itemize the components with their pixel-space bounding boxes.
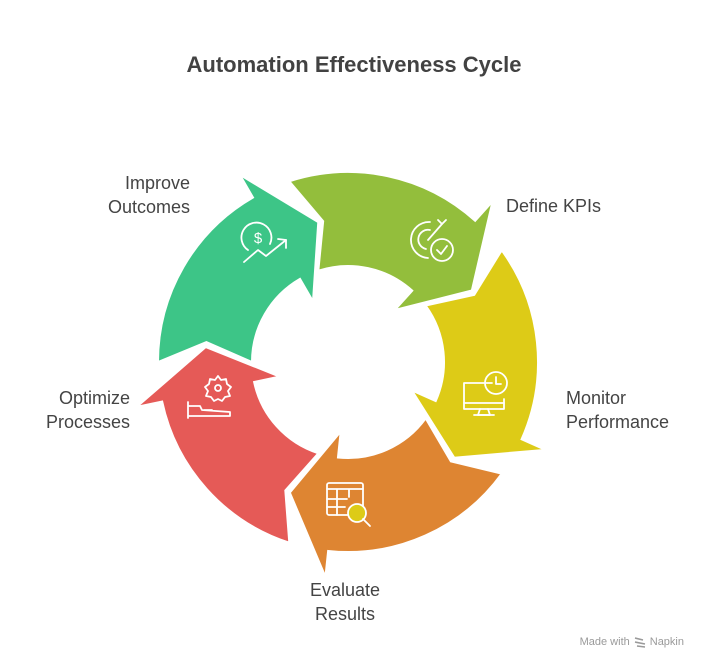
- dollar-growth-icon: $: [240, 221, 287, 263]
- cycle-arrow-improve-outcomes: [136, 345, 321, 545]
- cycle-arrow-define-kpis: [156, 174, 320, 364]
- label-line: Optimize: [58, 388, 130, 408]
- label-line: Monitor: [566, 388, 627, 408]
- table-search-icon: [326, 482, 371, 527]
- napkin-logo-icon: [634, 637, 645, 648]
- label-line: Results: [314, 604, 376, 624]
- label-line: Processes: [45, 412, 130, 432]
- step-label-evaluate-results: Evaluate Results: [275, 578, 415, 626]
- cycle-arrow-optimize-processes: [288, 416, 504, 578]
- step-label-monitor-performance: Monitor Performance: [566, 386, 706, 434]
- cycle-arrow-monitor-performance: [287, 171, 494, 312]
- step-label-improve-outcomes: Improve Outcomes: [60, 171, 190, 219]
- label-line: Evaluate: [309, 580, 381, 600]
- hand-gear-icon: [187, 375, 232, 419]
- target-check-icon: [410, 219, 454, 262]
- step-label-optimize-processes: Optimize Processes: [0, 386, 130, 434]
- made-with-napkin-badge: Made with Napkin: [580, 636, 684, 648]
- brand-text: Napkin: [649, 636, 684, 648]
- diagram-title: Automation Effectiveness Cycle: [186, 52, 522, 77]
- cycle-arrow-evaluate-results: [409, 248, 546, 459]
- label-line: Performance: [566, 412, 670, 432]
- step-label-define-kpis: Define KPIs: [506, 194, 666, 218]
- label-line: Improve: [124, 173, 190, 193]
- label-line: Define KPIs: [506, 196, 602, 216]
- monitor-clock-icon: [463, 371, 508, 416]
- made-with-text: Made with: [579, 636, 630, 648]
- label-line: Outcomes: [107, 197, 190, 217]
- svg-text:$: $: [254, 230, 263, 247]
